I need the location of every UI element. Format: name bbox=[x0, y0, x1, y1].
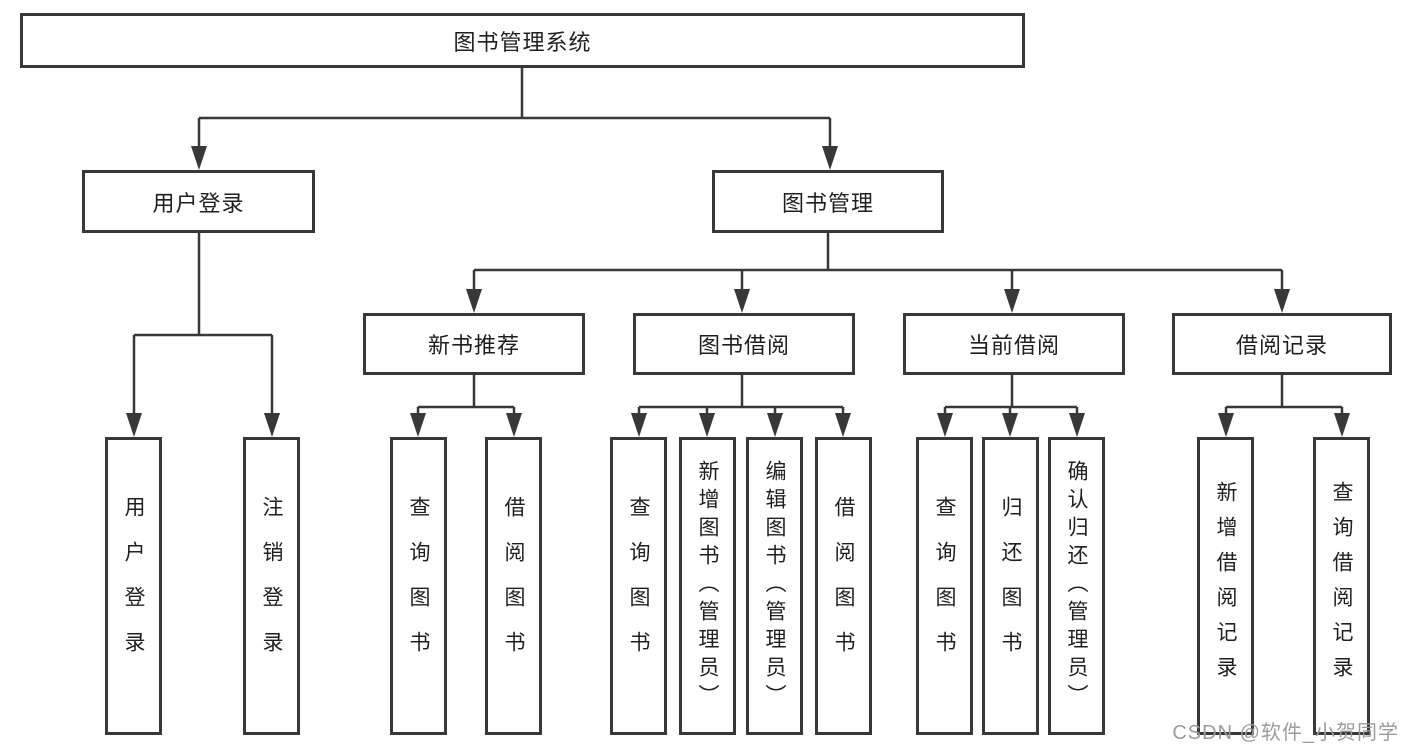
node-user-login: 用户登录 bbox=[82, 170, 315, 233]
leaf-query-books-current: 查询图书 bbox=[916, 437, 973, 735]
node-book-borrow: 图书借阅 bbox=[633, 313, 855, 375]
leaf-user-login: 用户登录 bbox=[105, 437, 162, 735]
csdn-watermark: CSDN @软件_小贺同学 bbox=[1172, 722, 1399, 744]
leaf-edit-book-admin: 编辑图书（管理员） bbox=[746, 437, 803, 735]
node-book-management: 图书管理 bbox=[712, 170, 944, 233]
node-borrow-records: 借阅记录 bbox=[1172, 313, 1392, 375]
leaf-query-books-borrow: 查询图书 bbox=[610, 437, 667, 735]
node-new-book-recommend: 新书推荐 bbox=[363, 313, 585, 375]
node-root: 图书管理系统 bbox=[20, 13, 1025, 68]
leaf-return-book: 归还图书 bbox=[982, 437, 1039, 735]
leaf-query-borrow-record: 查询借阅记录 bbox=[1313, 437, 1370, 735]
leaf-borrow-books-recommend: 借阅图书 bbox=[485, 437, 542, 735]
node-current-borrow: 当前借阅 bbox=[903, 313, 1125, 375]
leaf-confirm-return-admin: 确认归还（管理员） bbox=[1048, 437, 1105, 735]
leaf-borrow-books: 借阅图书 bbox=[815, 437, 872, 735]
leaf-add-borrow-record: 新增借阅记录 bbox=[1197, 437, 1254, 735]
leaf-logout: 注销登录 bbox=[243, 437, 300, 735]
leaf-query-books-recommend: 查询图书 bbox=[390, 437, 447, 735]
leaf-add-book-admin: 新增图书（管理员） bbox=[679, 437, 736, 735]
arrowheads bbox=[126, 146, 1350, 437]
connector-group bbox=[132, 68, 1344, 417]
